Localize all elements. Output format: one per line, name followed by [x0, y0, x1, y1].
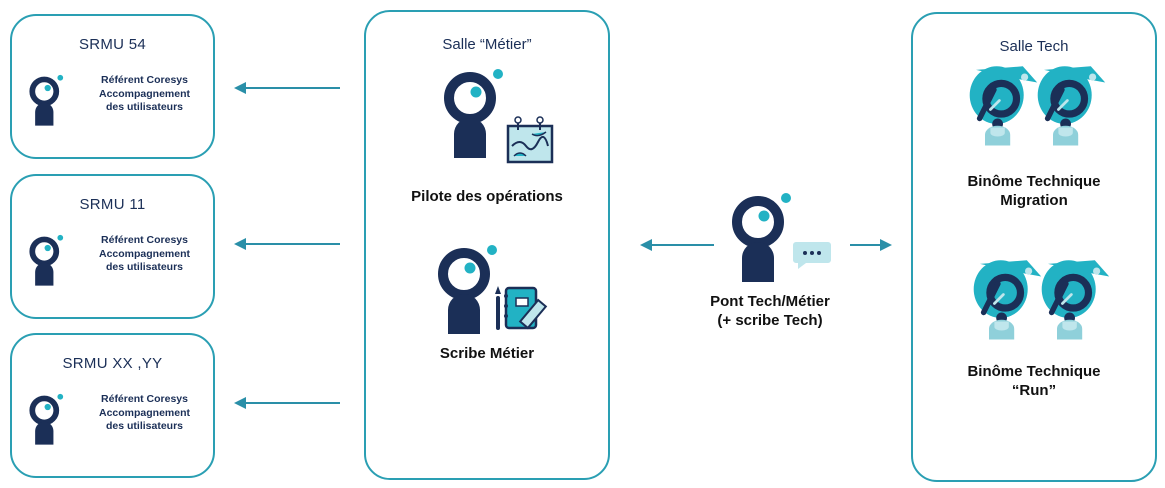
pont-label: Pont Tech/Métier (+ scribe Tech)	[670, 292, 870, 330]
migration-line-1: Binôme Technique	[967, 173, 1101, 190]
pilote-person-icon	[438, 68, 508, 158]
person-icon	[26, 379, 66, 459]
srmu-line: Accompagnement	[98, 247, 191, 260]
tech-person-icon	[967, 64, 1039, 146]
arrow-to-salle-metier	[640, 239, 714, 251]
pont-line-2: (+ scribe Tech)	[717, 312, 823, 329]
tech-person-icon	[1035, 64, 1107, 146]
srmu-box-3: SRMU XX ,YY Référent Coresys Accompagnem…	[10, 333, 215, 478]
srmu-line: Référent Coresys	[101, 393, 188, 405]
migration-line-2: Migration	[1000, 192, 1068, 209]
person-icon	[26, 220, 66, 300]
pont-line-1: Pont Tech/Métier	[710, 293, 830, 310]
salle-metier-title: Salle “Métier”	[442, 36, 532, 53]
srmu-line: des utilisateurs	[105, 261, 184, 273]
srmu-line: Référent Coresys	[101, 234, 188, 246]
run-label: Binôme Technique “Run”	[913, 362, 1155, 400]
srmu-description: Référent Coresys Accompagnement des util…	[82, 234, 207, 275]
arrow-to-srmu-1	[234, 82, 340, 94]
arrow-to-srmu-3	[234, 397, 340, 409]
srmu-box-2: SRMU 11 Référent Coresys Accompagnement …	[10, 174, 215, 319]
tech-person-icon	[1039, 258, 1111, 340]
run-line-2: “Run”	[1011, 382, 1057, 399]
scribe-label: Scribe Métier	[439, 345, 535, 362]
srmu-line: des utilisateurs	[105, 101, 184, 113]
tech-person-icon	[971, 258, 1043, 340]
map-icon	[506, 116, 554, 164]
srmu-line: Accompagnement	[98, 87, 191, 100]
srmu-title: SRMU 11	[79, 196, 146, 213]
srmu-title: SRMU XX ,YY	[62, 355, 163, 372]
person-icon	[26, 60, 66, 140]
srmu-line: Référent Coresys	[101, 74, 188, 86]
srmu-line: des utilisateurs	[105, 420, 184, 432]
pilote-label: Pilote des opérations	[411, 188, 563, 205]
salle-metier-box: Salle “Métier” Pilote des opérations Scr…	[364, 10, 610, 480]
srmu-description: Référent Coresys Accompagnement des util…	[82, 393, 207, 434]
arrow-to-salle-tech	[850, 239, 892, 251]
arrow-to-srmu-2	[234, 238, 340, 250]
salle-tech-title: Salle Tech	[999, 38, 1069, 55]
pont-person-icon	[726, 192, 796, 282]
migration-label: Binôme Technique Migration	[913, 172, 1155, 210]
srmu-title: SRMU 54	[78, 36, 147, 53]
notebook-icon	[495, 286, 548, 330]
srmu-line: Accompagnement	[98, 406, 191, 419]
chat-bubble-icon	[793, 242, 831, 269]
srmu-description: Référent Coresys Accompagnement des util…	[82, 74, 207, 115]
run-line-1: Binôme Technique	[967, 363, 1101, 380]
srmu-box-1: SRMU 54 Référent Coresys Accompagnement …	[10, 14, 215, 159]
salle-tech-box: Salle Tech Binôme Technique Migration Bi…	[911, 12, 1157, 482]
